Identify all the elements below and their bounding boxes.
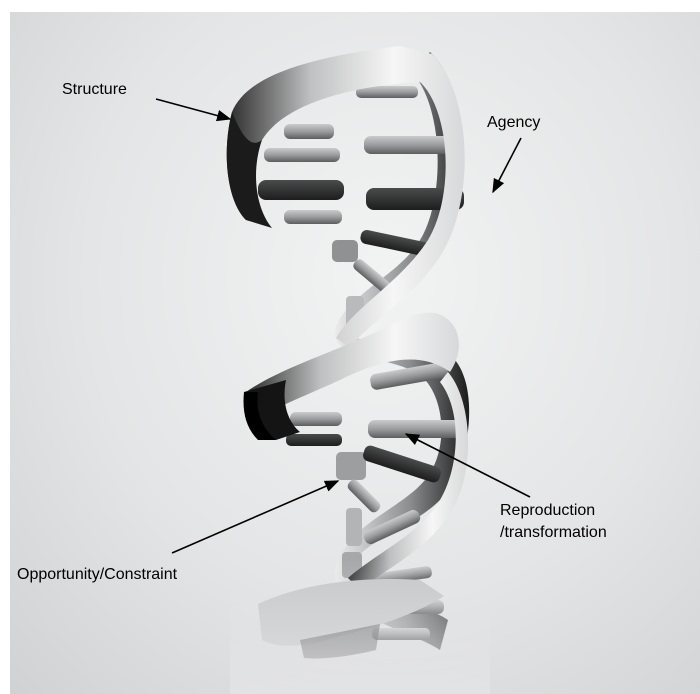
agency-arrow [493, 138, 521, 192]
reproduction-label: Reproduction /transformation [500, 500, 607, 544]
reproduction-label-line1: Reproduction [500, 500, 607, 522]
structure-label: Structure [62, 79, 127, 101]
opportunity-constraint-label: Opportunity/Constraint [17, 564, 177, 586]
structure-arrow [156, 99, 230, 119]
bottom-fade [230, 560, 490, 694]
agency-label: Agency [487, 112, 540, 134]
reproduction-label-line2: /transformation [500, 522, 607, 544]
opportunity-arrow [172, 481, 338, 553]
